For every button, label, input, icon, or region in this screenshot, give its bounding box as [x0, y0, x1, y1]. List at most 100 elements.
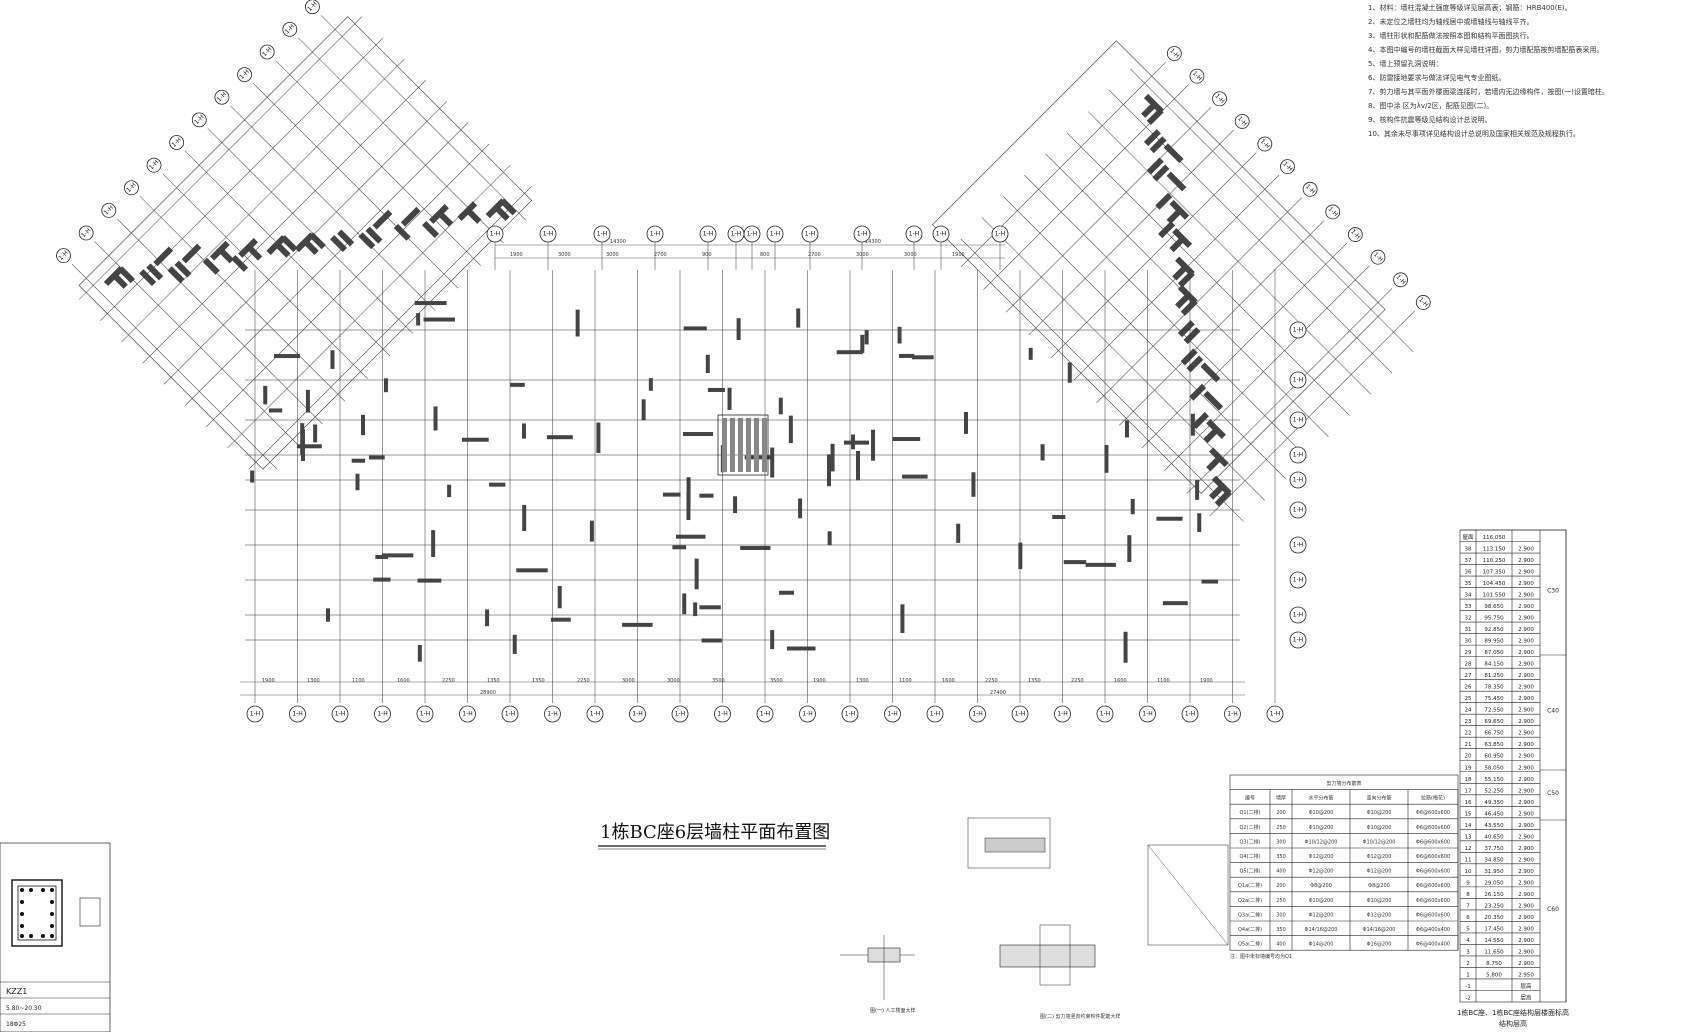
wall-column [393, 223, 411, 241]
drawing-title: 1栋BC座6层墙柱平面布置图 [600, 822, 830, 843]
wall-table-cell: Φ10@200 [1309, 825, 1334, 831]
wall-column [686, 477, 691, 507]
rebar-dot [20, 912, 24, 916]
wall-table-cell: Φ12@200 [1367, 869, 1392, 875]
svg-text:14300: 14300 [610, 239, 626, 245]
wall-column [423, 317, 455, 322]
svg-text:2250: 2250 [577, 678, 590, 684]
wall-table-cell: Φ8@200 [1310, 883, 1332, 889]
axis-bubble [646, 225, 664, 243]
svg-text:14300: 14300 [865, 239, 881, 245]
level-table-cell: 2.900 [1518, 961, 1534, 967]
rebar-dot [20, 900, 24, 904]
svg-text:3500: 3500 [712, 678, 725, 684]
axis-label: 1-H [292, 711, 303, 718]
axis-label: 1-H [845, 711, 856, 718]
wall-column [1180, 298, 1198, 316]
level-table-cell: 11 [1465, 857, 1472, 863]
rebar-dot [50, 900, 54, 904]
axis-bubble [991, 225, 1009, 243]
level-table-cell: 17.450 [1484, 926, 1504, 932]
wall-table-header: 竖向分布筋 [1366, 795, 1391, 802]
wall-column [779, 590, 794, 595]
wall-table-cell: Φ12@200 [1309, 869, 1334, 875]
wall-column [557, 585, 562, 609]
level-table-cell: 6 [1466, 915, 1470, 921]
axis-bubble [1289, 371, 1307, 389]
svg-text:2700: 2700 [808, 252, 821, 258]
wall-column [300, 423, 305, 455]
wall-column [326, 608, 331, 622]
svg-text:800: 800 [760, 252, 770, 258]
wall-column [436, 209, 454, 227]
wall-column [1052, 514, 1066, 519]
axis-bubble [289, 705, 306, 723]
wall-column [313, 424, 318, 443]
axis-bubble [932, 225, 950, 243]
wall-column [796, 308, 801, 328]
svg-text:1900: 1900 [952, 252, 965, 258]
rebar-dot [50, 924, 54, 928]
wall-column [707, 387, 726, 392]
wall-table-cell: Φ10@200 [1367, 825, 1392, 831]
svg-text:3000: 3000 [667, 678, 680, 684]
level-table-cell: 87.050 [1484, 650, 1504, 656]
wall-column [400, 206, 421, 227]
rebar-dot [41, 934, 45, 938]
wall-column [202, 257, 220, 275]
rebar-dot [50, 912, 54, 916]
wall-column [355, 473, 360, 491]
level-table-cell: 12 [1465, 846, 1472, 852]
axis-bubble [169, 135, 185, 150]
axis-label: 1-H [1293, 417, 1304, 424]
axis-bubble [1289, 446, 1307, 464]
svg-text:1350: 1350 [487, 678, 500, 684]
level-table-cell: 2.950 [1518, 972, 1534, 978]
wall-column [1203, 426, 1221, 444]
level-table-cell: 2.900 [1518, 788, 1534, 794]
wall-column [705, 354, 710, 373]
level-table-cell: 2.900 [1518, 616, 1534, 622]
level-table-cell: 37.750 [1484, 846, 1504, 852]
level-table-cell: 25 [1465, 696, 1472, 702]
axis-bubble [237, 67, 252, 83]
wall-table-cell: Φ6@600x600 [1416, 912, 1450, 918]
axis-bubble [593, 225, 611, 243]
axis-bubble [1325, 204, 1341, 220]
note-line: 5、墙上预留孔洞说明： [1368, 59, 1442, 68]
wall-table-cell: Φ6@600x600 [1416, 869, 1450, 875]
level-table-cell: 116.050 [1483, 535, 1506, 541]
level-table-cell: 2.900 [1518, 662, 1534, 668]
rebar-dot [29, 934, 33, 938]
detail-figure-2: 图(二) 剪力墙竖向约束构件配筋大样 [967, 817, 1229, 1020]
svg-text:1300: 1300 [856, 678, 869, 684]
level-table-cell: 2.900 [1518, 627, 1534, 633]
axis-bubble [841, 705, 859, 723]
svg-text:2250: 2250 [1071, 678, 1084, 684]
level-table-cell: 9 [1466, 880, 1470, 886]
wall-column [1180, 348, 1198, 366]
level-table-cell: 101.550 [1483, 593, 1506, 599]
wall-column [798, 498, 803, 519]
level-table-cell: 17 [1465, 788, 1472, 794]
level-table-cell: 2.900 [1518, 754, 1534, 760]
wall-column [305, 389, 310, 413]
rebar-dot [50, 934, 54, 938]
axis-bubble [246, 705, 264, 723]
wall-column [1104, 444, 1109, 473]
level-table-cell: 2.900 [1518, 834, 1534, 840]
axis-bubble [1289, 606, 1307, 624]
level-table-cell: 19 [1465, 765, 1472, 771]
axis-label: 1-H [805, 231, 816, 238]
wall-column [733, 496, 738, 514]
wall-column [516, 568, 548, 573]
wall-column [1201, 579, 1219, 584]
wall-column [1195, 480, 1200, 500]
svg-text:1100: 1100 [352, 678, 365, 684]
wall-table-cell: Φ6@400x400 [1416, 942, 1450, 948]
left-rotated-wing: 1-H1-H1-H1-H1-H1-H1-H1-H1-H1-H1-H1-H [56, 0, 533, 470]
axis-label: 1-H [1100, 711, 1111, 718]
level-table-cell: 98.650 [1484, 604, 1504, 610]
wall-column [174, 260, 192, 278]
axis-bubble [714, 705, 731, 723]
